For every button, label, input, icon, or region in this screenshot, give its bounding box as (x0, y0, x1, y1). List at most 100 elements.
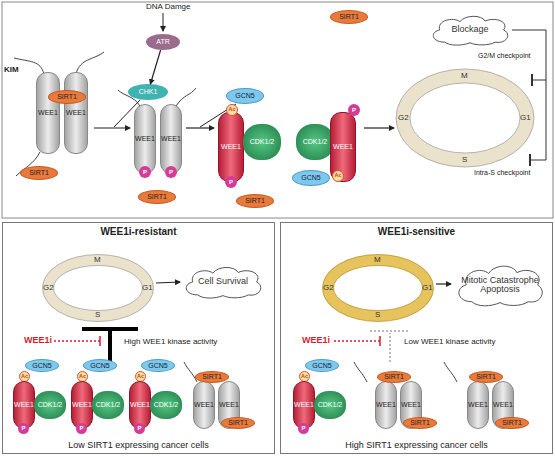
node-text: Ac (334, 173, 341, 179)
kim-tail (76, 52, 104, 74)
label-text: M (374, 256, 381, 264)
gcn5-protein: GCN5 (83, 359, 117, 372)
cdk-protein: CDK1/2 (296, 124, 334, 160)
node-text: WEE1 (221, 143, 241, 150)
label-text: G2 (43, 284, 54, 292)
kinase-oval: CHK1 (128, 84, 168, 100)
inhibition-stem (390, 333, 391, 362)
wee1-protein: WEE1 (64, 72, 88, 154)
gcn5-protein: GCN5 (25, 359, 59, 372)
checkpoint-line (512, 30, 546, 160)
checkpoint-line (530, 160, 546, 161)
acetyl-mark: Ac (226, 104, 238, 116)
sirt1-protein: SIRT1 (469, 371, 503, 383)
inhibitor-line (334, 340, 380, 342)
step-arrow (94, 127, 130, 128)
wee1-protein: WEE1 (467, 381, 489, 429)
node-text: CDK1/2 (96, 401, 121, 408)
node-text: P (21, 425, 25, 431)
node-text: Ac (137, 374, 144, 380)
top-panel-frame (2, 2, 553, 218)
outcome-cloud: Cell Survival (181, 265, 265, 299)
wee1-protein: WEE1 (129, 381, 151, 429)
cdk-protein: CDK1/2 (150, 391, 182, 419)
checkpoint-bar (529, 154, 531, 166)
node-text: SIRT1 (228, 419, 248, 426)
label-text: G2 (323, 284, 334, 292)
label-text: M (461, 72, 468, 80)
inhibition-stem (108, 331, 112, 362)
inhibition-bar (82, 327, 138, 331)
phospho-mark: P (225, 176, 237, 188)
cell-cycle-ring (48, 260, 148, 316)
connector-arrow (150, 50, 160, 84)
node-text: P (137, 425, 141, 431)
wee1-tail (444, 362, 457, 382)
node-text: GCN5 (90, 362, 109, 369)
node-text: SIRT1 (245, 197, 265, 204)
gcn5-protein: GCN5 (226, 88, 264, 104)
node-text: SIRT1 (384, 373, 404, 380)
wee1-protein: WEE1 (71, 381, 93, 429)
label-text: S (375, 311, 380, 319)
cdk-protein: CDK1/2 (243, 124, 281, 160)
node-text: SIRT1 (29, 169, 49, 176)
node-text: SIRT1 (57, 93, 77, 100)
sirt1-protein: SIRT1 (138, 190, 176, 204)
wee1-protein: WEE1 (36, 72, 60, 154)
cell-cycle-outline (323, 255, 434, 322)
phospho-mark: P (18, 423, 29, 434)
wee1-protein: WEE1 (160, 104, 182, 174)
label-text: M (94, 256, 101, 264)
label-text: KIM (4, 66, 19, 74)
label-text: Intra-S checkpoint (474, 169, 530, 176)
wee1-tail (354, 362, 367, 382)
node-text: WEE1 (14, 401, 34, 408)
node-text: WEE1 (468, 401, 488, 408)
label-text: G2 (398, 114, 409, 122)
cdk-protein: CDK1/2 (92, 391, 124, 419)
node-text: Ac (228, 107, 235, 113)
cell-cycle-outline (54, 266, 143, 311)
sirt1-protein: SIRT1 (48, 90, 86, 104)
cell-cycle-ring (403, 76, 527, 160)
kinase-oval: ATR (146, 34, 180, 50)
acetyl-mark: Ac (332, 170, 344, 182)
sirt1-protein: SIRT1 (403, 417, 437, 429)
cell-cycle-outline (396, 69, 534, 167)
node-text: WEE1 (219, 401, 239, 408)
node-text: High SIRT1 expressing cancer cells (345, 441, 487, 450)
node-text: CDK1/2 (250, 138, 275, 145)
wee1-tail (176, 88, 196, 106)
sirt1-protein: SIRT1 (330, 10, 368, 24)
node-text: GCN5 (235, 92, 254, 99)
phospho-mark: P (139, 166, 151, 178)
gcn5-protein: GCN5 (141, 359, 175, 372)
phospho-mark: P (165, 166, 177, 178)
label-text: S (95, 311, 100, 319)
node-text: CDK1/2 (38, 401, 63, 408)
node-text: CDK1/2 (318, 401, 343, 408)
sirt1-protein: SIRT1 (236, 194, 274, 208)
node-text: WEE1 (66, 109, 86, 116)
node-text: WEE1i-sensitive (378, 227, 455, 238)
node-text: SIRT1 (476, 373, 496, 380)
node-text: SIRT1 (147, 193, 167, 200)
checkpoint-bar (531, 74, 533, 86)
node-text: WEE1 (333, 143, 353, 150)
step-arrow (364, 127, 394, 128)
cell-cycle-outline (43, 255, 154, 322)
node-text: WEE1 (161, 135, 181, 142)
node-text: GCN5 (148, 362, 167, 369)
node-text: WEE1 (72, 401, 92, 408)
sirt1-protein: SIRT1 (377, 371, 411, 383)
label-text: G1 (520, 114, 531, 122)
node-text: P (301, 425, 305, 431)
node-text: ATR (156, 38, 169, 45)
phospho-mark: P (298, 423, 309, 434)
node-text: WEE1i-resistant (100, 227, 176, 238)
label-text: WEE1i (24, 336, 52, 345)
node-text: Ac (21, 374, 28, 380)
node-text: CDK1/2 (303, 138, 328, 145)
node-text: WEE1 (194, 401, 214, 408)
